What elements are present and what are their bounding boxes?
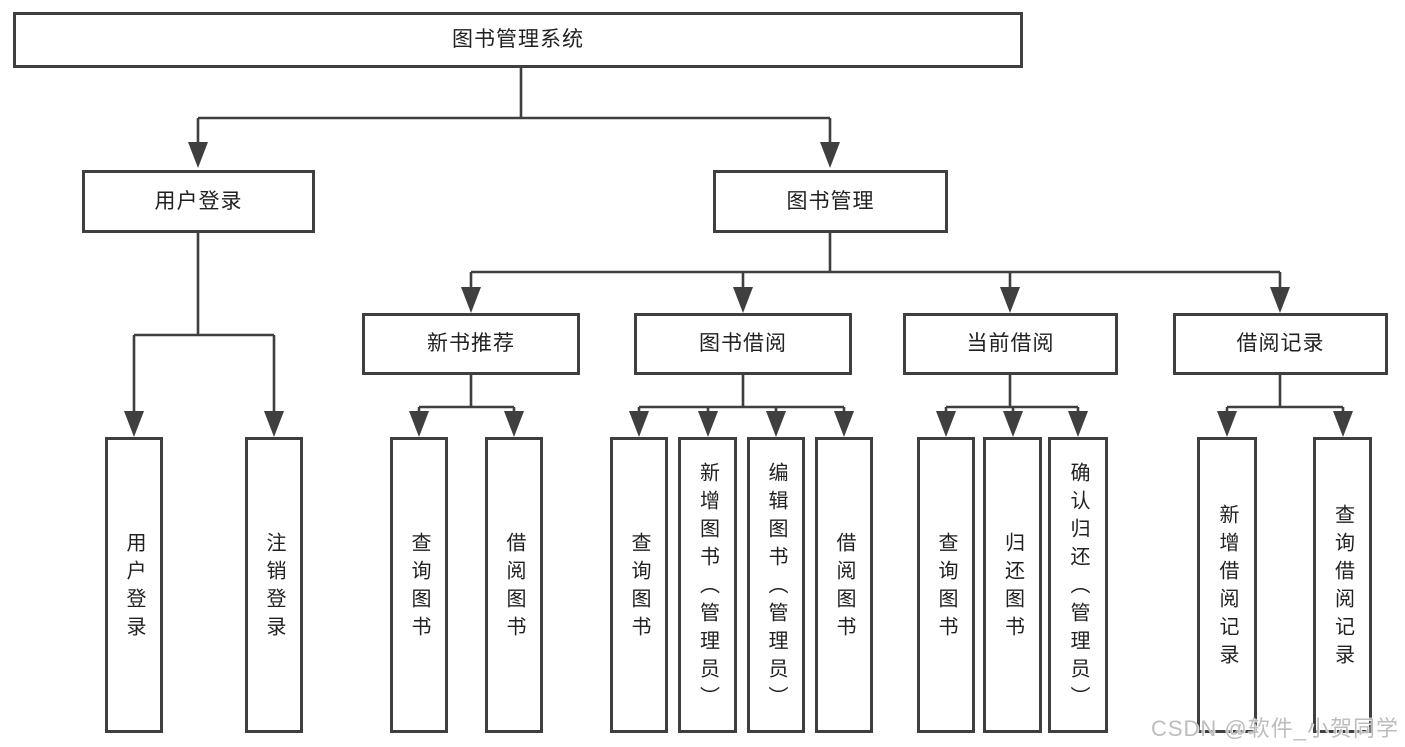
leaf-add-borrow-record: 新增借阅记录 bbox=[1197, 437, 1257, 733]
leaf-return-book: 归还图书 bbox=[983, 437, 1042, 733]
node-book-borrow: 图书借阅 bbox=[634, 313, 852, 375]
node-current-borrow: 当前借阅 bbox=[903, 313, 1118, 375]
arrowheads bbox=[124, 142, 1353, 437]
leaf-user-login: 用户登录 bbox=[105, 437, 163, 733]
node-borrow-records: 借阅记录 bbox=[1173, 313, 1388, 375]
leaf-query-books-recommend: 查询图书 bbox=[390, 437, 448, 733]
leaf-query-books-borrow: 查询图书 bbox=[610, 437, 668, 733]
leaf-borrow-book: 借阅图书 bbox=[815, 437, 873, 733]
leaf-query-books-current: 查询图书 bbox=[917, 437, 975, 733]
leaf-edit-book-admin: 编辑图书（管理员） bbox=[747, 437, 805, 733]
leaf-add-book-admin: 新增图书（管理员） bbox=[678, 437, 737, 733]
leaf-borrow-books-recommend: 借阅图书 bbox=[485, 437, 543, 733]
leaf-logout: 注销登录 bbox=[245, 437, 303, 733]
leaf-confirm-return-admin: 确认归还（管理员） bbox=[1048, 437, 1108, 733]
node-new-book-recommend: 新书推荐 bbox=[362, 313, 580, 375]
watermark: CSDN @软件_小贺同学 bbox=[1150, 716, 1399, 741]
node-book-management: 图书管理 bbox=[713, 170, 948, 233]
leaf-query-borrow-record: 查询借阅记录 bbox=[1313, 437, 1372, 733]
node-user-login-branch: 用户登录 bbox=[82, 170, 315, 233]
node-root-system: 图书管理系统 bbox=[13, 12, 1023, 68]
